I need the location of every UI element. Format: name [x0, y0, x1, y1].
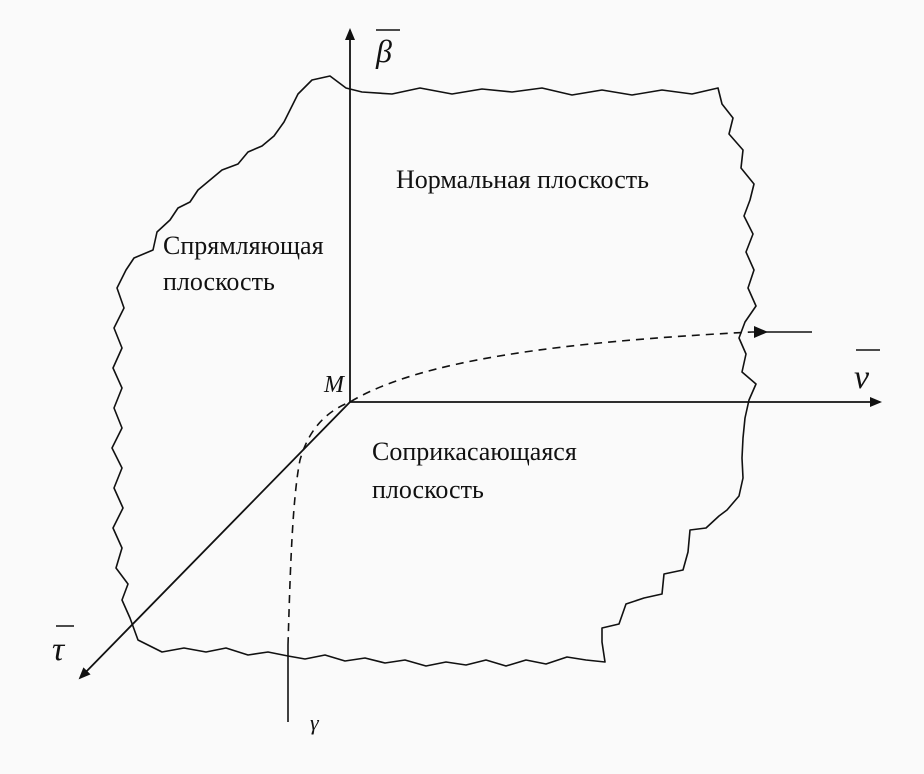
point-m-label: M	[323, 372, 346, 398]
curve-exit-arrowhead	[754, 326, 768, 338]
tangent-axis	[78, 401, 351, 680]
curve-gamma-dashed	[287, 331, 753, 646]
rectifying-plane-label-line2: плоскость	[163, 267, 275, 296]
binormal-label: β	[375, 33, 392, 69]
normal-plane-label: Нормальная плоскость	[396, 165, 649, 194]
rectifying-plane-label-line1: Спрямляющая	[163, 231, 324, 260]
normal-label: ν	[854, 359, 870, 396]
osculating-plane-label-line2: плоскость	[372, 475, 484, 504]
curve-gamma-label: γ	[310, 710, 320, 735]
plane-outline	[111, 75, 757, 667]
tangent-label: τ	[52, 631, 66, 668]
osculating-plane-label-line1: Соприкасающаяся	[372, 437, 577, 466]
